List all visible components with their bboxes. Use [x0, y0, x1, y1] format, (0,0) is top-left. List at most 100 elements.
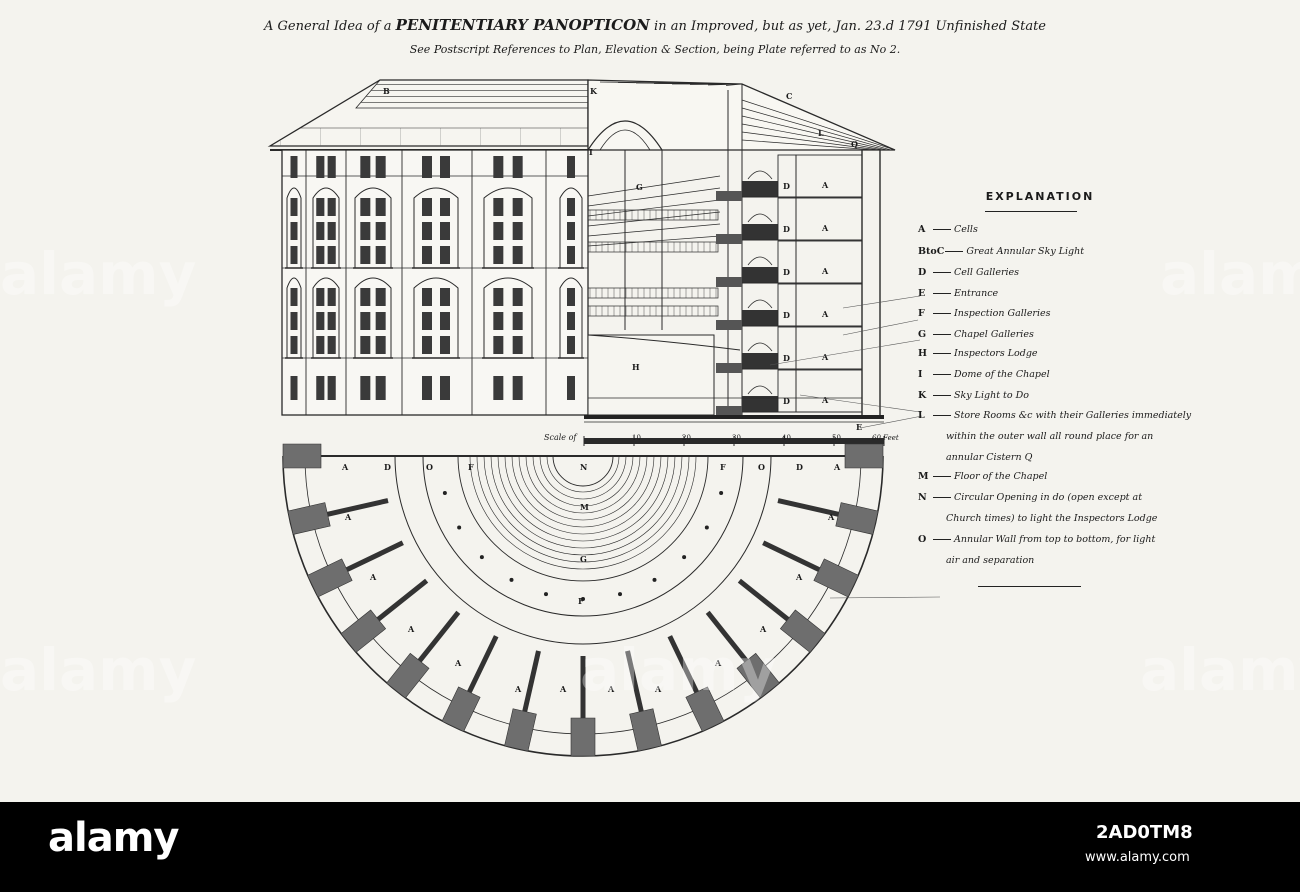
- window-pane: [316, 376, 325, 400]
- legend-key: D: [918, 267, 927, 278]
- label-d: D: [783, 353, 790, 363]
- window-pane: [567, 336, 575, 354]
- stock-logo[interactable]: alamy: [48, 815, 179, 861]
- legend-text: Circular Opening in do (open except at: [954, 492, 1143, 503]
- legend-text-continued: annular Cistern Q: [946, 452, 1033, 463]
- plan-label-a: A: [559, 684, 567, 694]
- legend-key: I: [918, 369, 923, 380]
- window-pane: [493, 336, 504, 354]
- window-pane: [316, 288, 325, 306]
- window-pane: [512, 156, 523, 178]
- watermark: alamy: [580, 636, 777, 704]
- legend-key: L: [918, 410, 925, 421]
- legend-key: K: [918, 390, 927, 401]
- window-pane: [375, 288, 386, 306]
- label-l: L: [818, 128, 824, 138]
- scale-tick: 20: [682, 434, 691, 442]
- legend-text-continued: air and separation: [946, 555, 1035, 566]
- plan-label-f: F: [468, 462, 474, 472]
- window-pane: [567, 288, 575, 306]
- window-pane: [440, 246, 450, 264]
- arched-window-frame: [312, 277, 340, 358]
- title-prefix: A General Idea of a: [263, 19, 392, 34]
- wall-block: [629, 708, 662, 752]
- label-d: D: [783, 181, 790, 191]
- window-pane: [493, 376, 504, 400]
- label-g: G: [636, 182, 643, 192]
- window-pane: [440, 198, 450, 216]
- wall-block: [685, 686, 725, 732]
- watermark: alamy: [1160, 240, 1300, 308]
- legend-dash: [933, 497, 951, 498]
- window-pane: [360, 156, 371, 178]
- label-k: K: [590, 86, 598, 96]
- legend-text: Inspection Galleries: [954, 308, 1051, 319]
- window-pane: [493, 156, 504, 178]
- legend-text: Floor of the Chapel: [954, 471, 1048, 482]
- plan-label-a: A: [795, 572, 803, 582]
- plan-label-g: G: [580, 554, 587, 564]
- legend-dash: [933, 272, 951, 273]
- window-pane: [375, 156, 386, 178]
- wall-block: [307, 558, 353, 598]
- arched-window-frame: [483, 277, 533, 358]
- window-pane: [512, 376, 523, 400]
- window-pane: [440, 222, 450, 240]
- wall-block: [282, 443, 322, 469]
- wall-block: [813, 558, 859, 598]
- wall-block: [441, 686, 481, 732]
- arched-window-frame: [286, 277, 302, 358]
- scale-label: Scale of: [544, 433, 578, 442]
- window-pane: [316, 312, 325, 330]
- stock-url[interactable]: www.alamy.com: [1085, 850, 1190, 865]
- window-pane: [360, 246, 371, 264]
- label-q: Q: [851, 139, 858, 149]
- interior-section: [583, 79, 896, 446]
- window-pane: [290, 156, 298, 178]
- wall-block: [779, 609, 826, 653]
- window-pane: [512, 198, 523, 216]
- window-pane: [422, 156, 432, 178]
- plan-label-a: A: [454, 658, 462, 668]
- radial-partition: [737, 578, 790, 622]
- window-pane: [512, 222, 523, 240]
- watermark: alamy: [0, 240, 197, 308]
- plan-label-a: A: [654, 684, 662, 694]
- window-pane: [290, 312, 298, 330]
- arched-window-frame: [483, 187, 533, 268]
- plan-label-a: A: [833, 462, 841, 472]
- plan-label-a: A: [759, 624, 767, 634]
- legend-dash: [933, 229, 951, 230]
- legend-heading: EXPLANATION: [985, 190, 1095, 203]
- plan-label-a: A: [344, 512, 352, 522]
- radial-partition: [777, 498, 839, 517]
- legend-text: Inspectors Lodge: [954, 348, 1038, 359]
- radial-partition: [667, 635, 699, 694]
- window-pane: [422, 376, 432, 400]
- plan-label-a: A: [607, 684, 615, 694]
- stock-footer-bar: [0, 802, 1300, 892]
- scale-tick: 30: [732, 434, 741, 442]
- arched-window-frame: [559, 277, 583, 358]
- window-pane: [512, 288, 523, 306]
- legend-key: O: [918, 534, 927, 545]
- legend-dash: [933, 334, 951, 335]
- scale-tick: 50: [832, 434, 841, 442]
- window-pane: [290, 288, 298, 306]
- plan-label-a: A: [714, 658, 722, 668]
- plan-label-a: A: [514, 684, 522, 694]
- watermark: alamy: [1140, 636, 1300, 704]
- label-a: A: [821, 266, 829, 276]
- legend-end-rule: [978, 586, 1081, 587]
- arched-window-frame: [286, 187, 302, 268]
- legend-underline: [985, 211, 1077, 212]
- legend-dash: [933, 415, 951, 416]
- window-pane: [290, 336, 298, 354]
